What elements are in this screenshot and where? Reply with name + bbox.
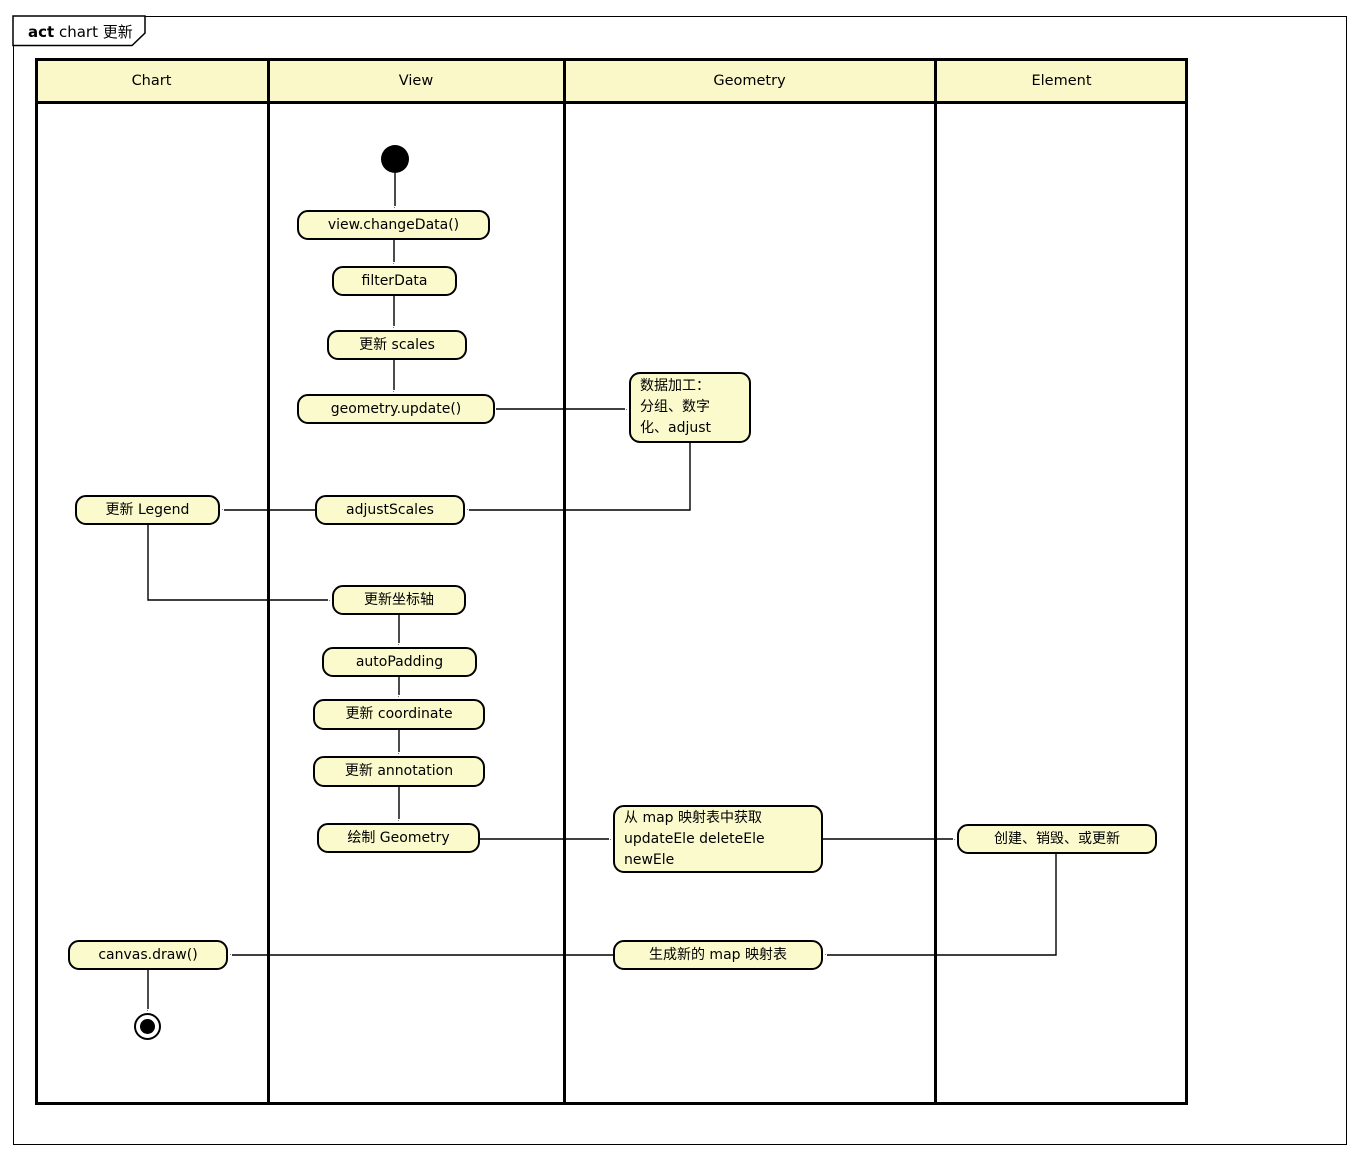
activity-generate-map: 生成新的 map 映射表 [613,940,823,970]
lane-header-element: Element [1031,73,1092,89]
initial-node [381,145,409,173]
activity-create-destroy-update: 创建、销毁、或更新 [957,824,1157,854]
lane-separator-geometry-element [933,58,937,1105]
activity-update-scales: 更新 scales [327,330,467,360]
activity-canvas-draw: canvas.draw() [68,940,228,970]
activity-autopadding: autoPadding [322,647,477,677]
frame-title-text: chart 更新 [58,23,133,41]
activity-draw-geometry: 绘制 Geometry [317,823,480,853]
activity-update-annotation: 更新 annotation [313,756,485,787]
lane-separator-chart-view [266,58,270,1105]
frame-keyword: act [28,23,55,41]
activity-update-legend: 更新 Legend [75,495,220,525]
activity-geometry-update: geometry.update() [297,394,495,424]
activity-view-changedata: view.changeData() [297,210,490,240]
final-node [134,1013,161,1040]
activity-map-fetch: 从 map 映射表中获取 updateEle deleteEle newEle [613,805,823,873]
lane-header-geometry: Geometry [713,73,786,89]
lane-separator-view-geometry [562,58,566,1105]
final-node-dot [140,1019,155,1034]
lane-header-chart: Chart [131,73,172,89]
lane-header-view: View [398,73,434,89]
activity-update-coordinate: 更新 coordinate [313,699,485,730]
activity-data-processing: 数据加工： 分组、数字 化、adjust [629,372,751,443]
activity-update-axes: 更新坐标轴 [332,585,466,615]
frame-title: act chart 更新 [28,21,133,42]
swimlane-header-band [35,58,1188,104]
activity-adjust-scales: adjustScales [315,495,465,525]
diagram-outer-border [13,16,1347,1145]
activity-filterdata: filterData [332,266,457,296]
